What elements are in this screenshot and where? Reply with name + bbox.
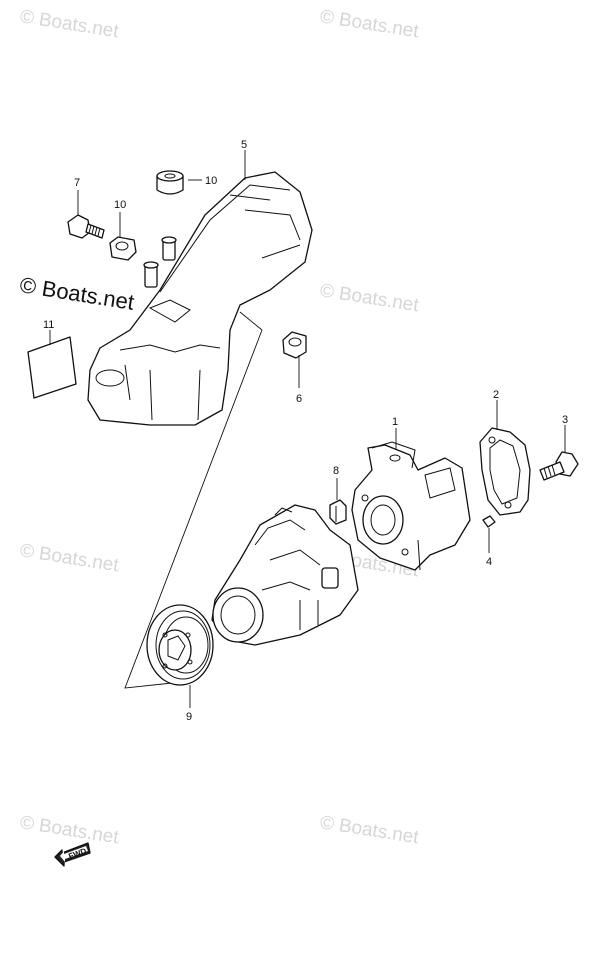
callouts: 1 2 3 4 5 6 7 8 9 10 10 11 [43, 139, 568, 723]
callout-10-top: 10 [205, 175, 217, 187]
callout-4: 4 [486, 556, 492, 568]
callout-5: 5 [241, 139, 247, 151]
fwd-label: FWD [67, 846, 87, 861]
callout-3: 3 [562, 414, 568, 426]
callout-1: 1 [392, 416, 398, 428]
leader-lines [49, 150, 566, 708]
part-bolt-long [539, 451, 579, 481]
part-bolt-short [67, 214, 105, 239]
callout-2: 2 [493, 389, 499, 401]
assembly-guide-lines [124, 311, 263, 689]
part-gasket [479, 427, 531, 516]
part-pulley [146, 604, 214, 686]
part-grommet-top [156, 170, 184, 195]
part-grommet-right [282, 331, 307, 359]
callout-9: 9 [186, 711, 192, 723]
callout-11: 11 [43, 319, 54, 331]
part-pump-housing [351, 441, 471, 571]
part-plate [27, 336, 77, 399]
part-bracket [329, 499, 347, 525]
callout-10-left: 10 [114, 199, 126, 211]
part-grommet-left [109, 236, 137, 261]
part-dowel-pin [482, 515, 496, 528]
arrow-left-icon: FWD [54, 842, 91, 867]
callout-7: 7 [74, 177, 80, 189]
callout-8: 8 [333, 465, 339, 477]
callout-6: 6 [296, 393, 302, 405]
part-housing-cover [87, 171, 313, 426]
part-water-pump-body [211, 504, 359, 646]
